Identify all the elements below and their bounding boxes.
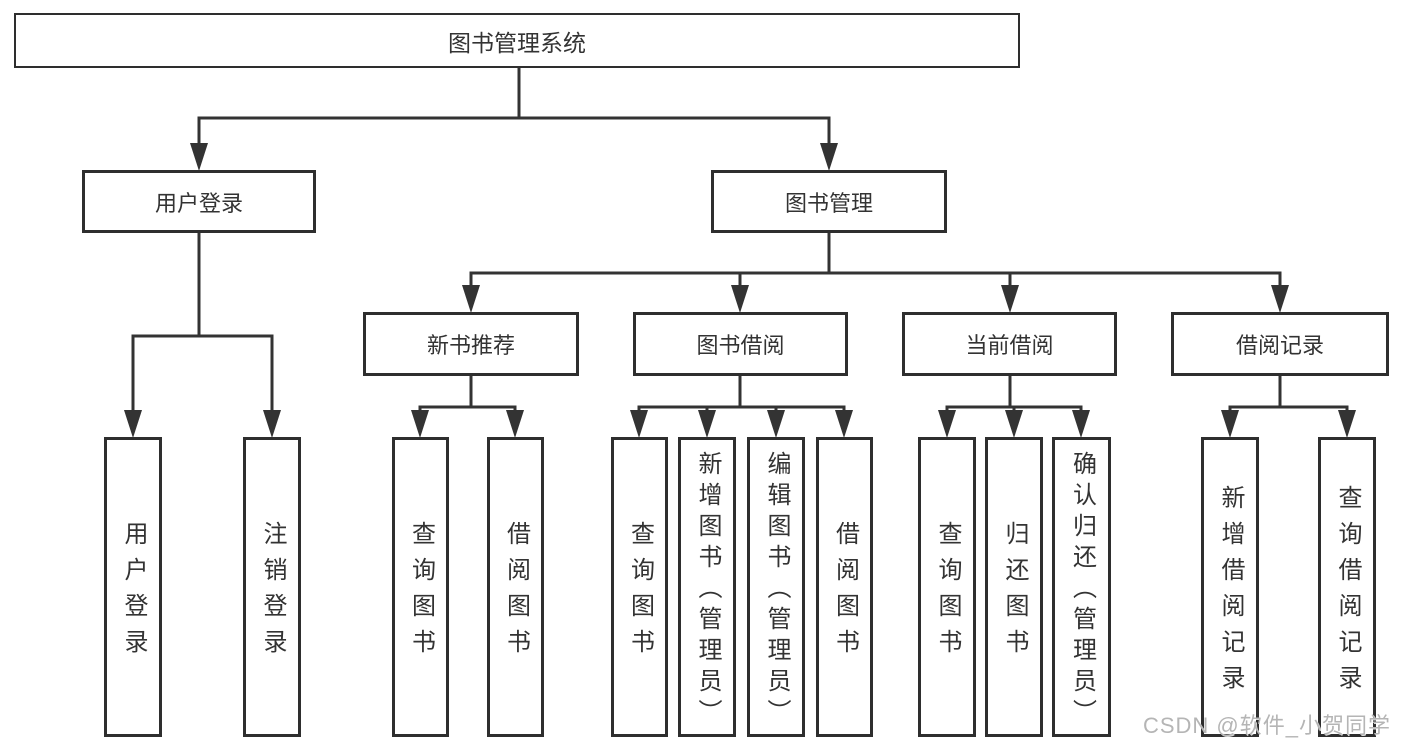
leaf-borrow-books-recommend: 借阅图书 (487, 437, 544, 737)
node-label: 用户登录 (154, 190, 243, 216)
leaf-query-books-current: 查询图书 (918, 437, 976, 737)
node-label: 借阅图书 (502, 521, 530, 665)
node-label: 编辑图书（管理员） (763, 451, 790, 730)
node-label: 查询图书 (934, 521, 961, 665)
leaf-logout: 注销登录 (243, 437, 301, 737)
node-label: 新增借阅记录 (1217, 485, 1244, 701)
node-user-login: 用户登录 (82, 170, 316, 233)
leaf-query-books-borrowing: 查询图书 (611, 437, 668, 737)
node-label: 借阅记录 (1235, 333, 1324, 358)
node-label: 借阅图书 (831, 521, 859, 665)
node-borrow-records: 借阅记录 (1171, 312, 1389, 376)
node-label: 查询图书 (626, 521, 654, 665)
leaf-add-book-admin: 新增图书（管理员） (678, 437, 736, 737)
node-label: 确认归还（管理员） (1068, 451, 1096, 730)
csdn-watermark: CSDN @软件_小贺同学 (1142, 713, 1391, 738)
node-label: 图书管理系统 (448, 29, 586, 56)
leaf-query-books-recommend: 查询图书 (392, 437, 449, 737)
leaf-borrow-books-borrowing: 借阅图书 (816, 437, 873, 737)
node-current-borrowing: 当前借阅 (902, 312, 1117, 376)
leaf-query-borrow-record: 查询借阅记录 (1318, 437, 1376, 737)
node-label: 注销登录 (259, 521, 286, 665)
node-label: 用户登录 (120, 521, 147, 665)
node-label: 归还图书 (1001, 521, 1028, 665)
node-book-management: 图书管理 (711, 170, 947, 233)
node-label: 查询借阅记录 (1334, 485, 1361, 701)
node-label: 查询图书 (407, 521, 435, 665)
node-label: 图书借阅 (696, 333, 785, 358)
node-label: 当前借阅 (965, 333, 1054, 358)
node-book-borrowing: 图书借阅 (633, 312, 848, 376)
leaf-add-borrow-record: 新增借阅记录 (1201, 437, 1259, 737)
node-label: 新增图书（管理员） (694, 451, 721, 730)
node-label: 新书推荐 (426, 333, 515, 358)
node-system-root: 图书管理系统 (14, 13, 1020, 68)
node-label: 图书管理 (784, 190, 873, 216)
leaf-confirm-return-admin: 确认归还（管理员） (1052, 437, 1111, 737)
leaf-return-book: 归还图书 (985, 437, 1043, 737)
node-new-book-recommend: 新书推荐 (363, 312, 579, 376)
leaf-edit-book-admin: 编辑图书（管理员） (747, 437, 805, 737)
leaf-user-login: 用户登录 (104, 437, 162, 737)
